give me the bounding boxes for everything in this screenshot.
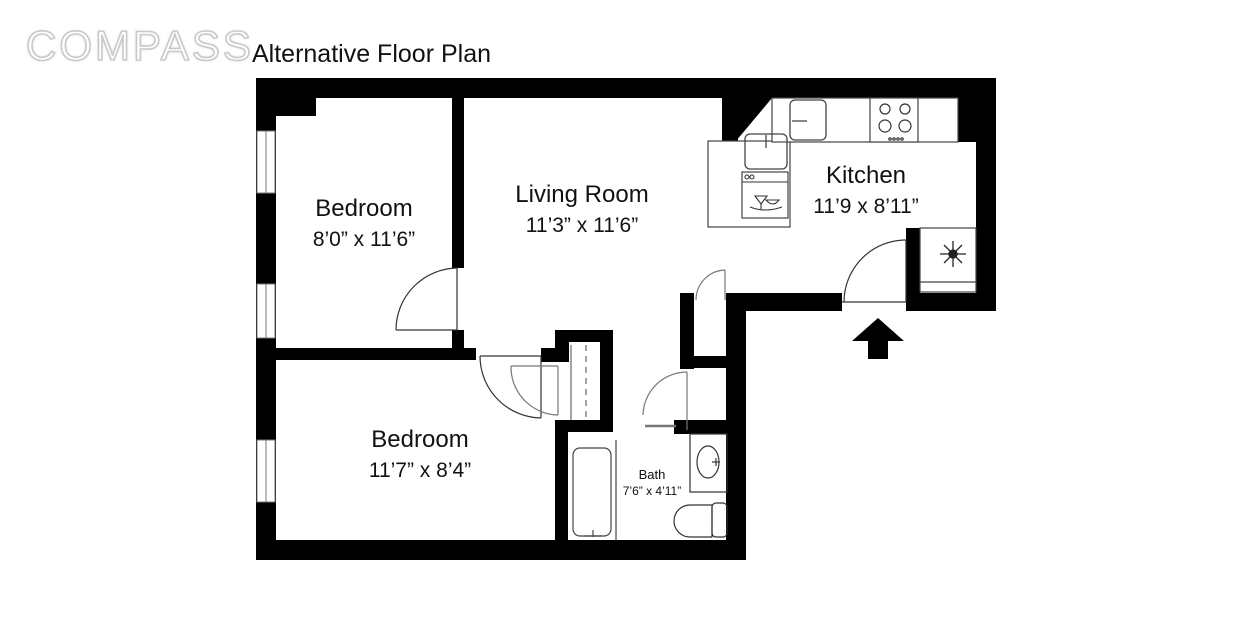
- sink-icon: [744, 99, 827, 170]
- room-label-bath: Bath 7’6” x 4’11”: [623, 467, 681, 498]
- svg-text:11’3” x 11’6”: 11’3” x 11’6”: [526, 214, 638, 237]
- svg-text:8’0” x 11’6”: 8’0” x 11’6”: [313, 228, 415, 251]
- windows: [256, 130, 276, 503]
- svg-text:Living Room: Living Room: [515, 181, 648, 208]
- svg-text:11’7” x 8’4”: 11’7” x 8’4”: [369, 459, 471, 482]
- refrigerator-snowflake-icon: [940, 241, 966, 267]
- room-label-bedroom1: Bedroom 8’0” x 11’6”: [313, 195, 415, 251]
- kitchen-counters: [707, 97, 977, 293]
- svg-text:7’6” x 4’11”: 7’6” x 4’11”: [623, 484, 681, 498]
- doors: [395, 239, 907, 430]
- closet-rod: [570, 345, 587, 420]
- bath-sink-icon: [689, 433, 728, 493]
- room-label-living: Living Room 11’3” x 11’6”: [515, 181, 648, 237]
- compass-logo: COMPASS: [25, 21, 254, 70]
- entrance-arrow-icon: [852, 318, 904, 359]
- svg-text:11’9 x 8’11”: 11’9 x 8’11”: [813, 195, 918, 218]
- svg-text:Bedroom: Bedroom: [371, 426, 468, 453]
- svg-text:Bedroom: Bedroom: [315, 195, 412, 222]
- stove-icon: [878, 103, 912, 141]
- page-title: Alternative Floor Plan: [252, 40, 492, 68]
- bathtub-icon: [572, 440, 617, 540]
- toilet-icon: [673, 502, 728, 538]
- svg-text:Bath: Bath: [639, 467, 666, 482]
- room-label-kitchen: Kitchen 11’9 x 8’11”: [813, 162, 918, 218]
- walls: [256, 78, 996, 560]
- svg-text:Kitchen: Kitchen: [826, 162, 906, 189]
- room-label-bedroom2: Bedroom 11’7” x 8’4”: [369, 426, 471, 482]
- dishwasher-icon: [741, 171, 789, 219]
